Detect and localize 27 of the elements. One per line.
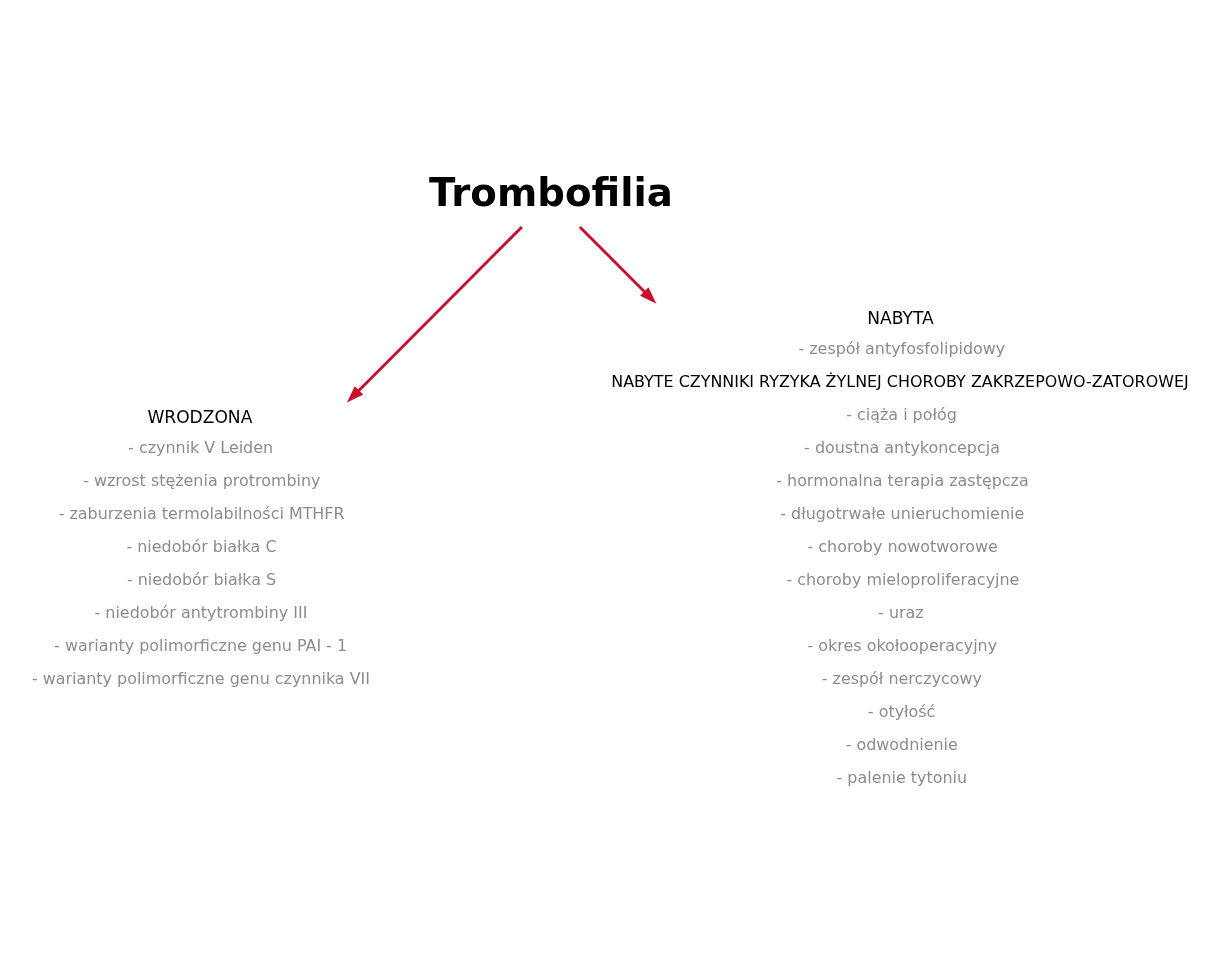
node-label: - choroby nowotworowe <box>807 537 998 557</box>
node-label: - zespół antyfosfolipidowy <box>798 338 1006 358</box>
arrow <box>578 225 657 304</box>
node-label: - zespół nerczycowy <box>821 669 983 689</box>
node-label: - niedobór białka C <box>126 537 277 557</box>
node-label: - niedobór białka S <box>126 570 277 590</box>
node-label: - warianty polimorficzne genu czynnika VII <box>31 669 370 689</box>
node-label: - wzrost stężenia protrombiny <box>83 471 321 490</box>
node-text: WRODZONA <box>147 407 253 428</box>
node-label: - ciąża i połóg <box>846 405 957 424</box>
node-text: Trombofilia <box>429 170 673 216</box>
node-label: - otyłość <box>867 702 936 722</box>
node-label: - odwodnienie <box>845 735 958 755</box>
node-text: NABYTA <box>867 308 934 329</box>
node-label: - palenie tytoniu <box>836 768 968 788</box>
node-label: - czynnik V Leiden <box>128 438 274 457</box>
node-label: NABYTE CZYNNIKI RYZYKA ŻYLNEJ CHOROBY ZAKRZEPOWO-ZATOROWEJ <box>611 371 1189 391</box>
node-label: - hormonalna terapia zastępcza <box>776 471 1029 490</box>
node-label: - zaburzenia termolabilności MTHFR <box>58 504 345 524</box>
node-label: - warianty polimorficzne genu PAI - 1 <box>54 636 348 656</box>
node-label: - uraz <box>878 603 924 623</box>
node-label: - okres okołooperacyjny <box>807 636 998 656</box>
node-label: - doustna antykoncepcja <box>804 438 1000 457</box>
node-label: - niedobór antytrombiny III <box>94 603 308 623</box>
arrow <box>346 225 523 403</box>
node-label: - długotrwałe unieruchomienie <box>780 504 1025 524</box>
node-label: - choroby mieloproliferacyjne <box>786 570 1020 590</box>
